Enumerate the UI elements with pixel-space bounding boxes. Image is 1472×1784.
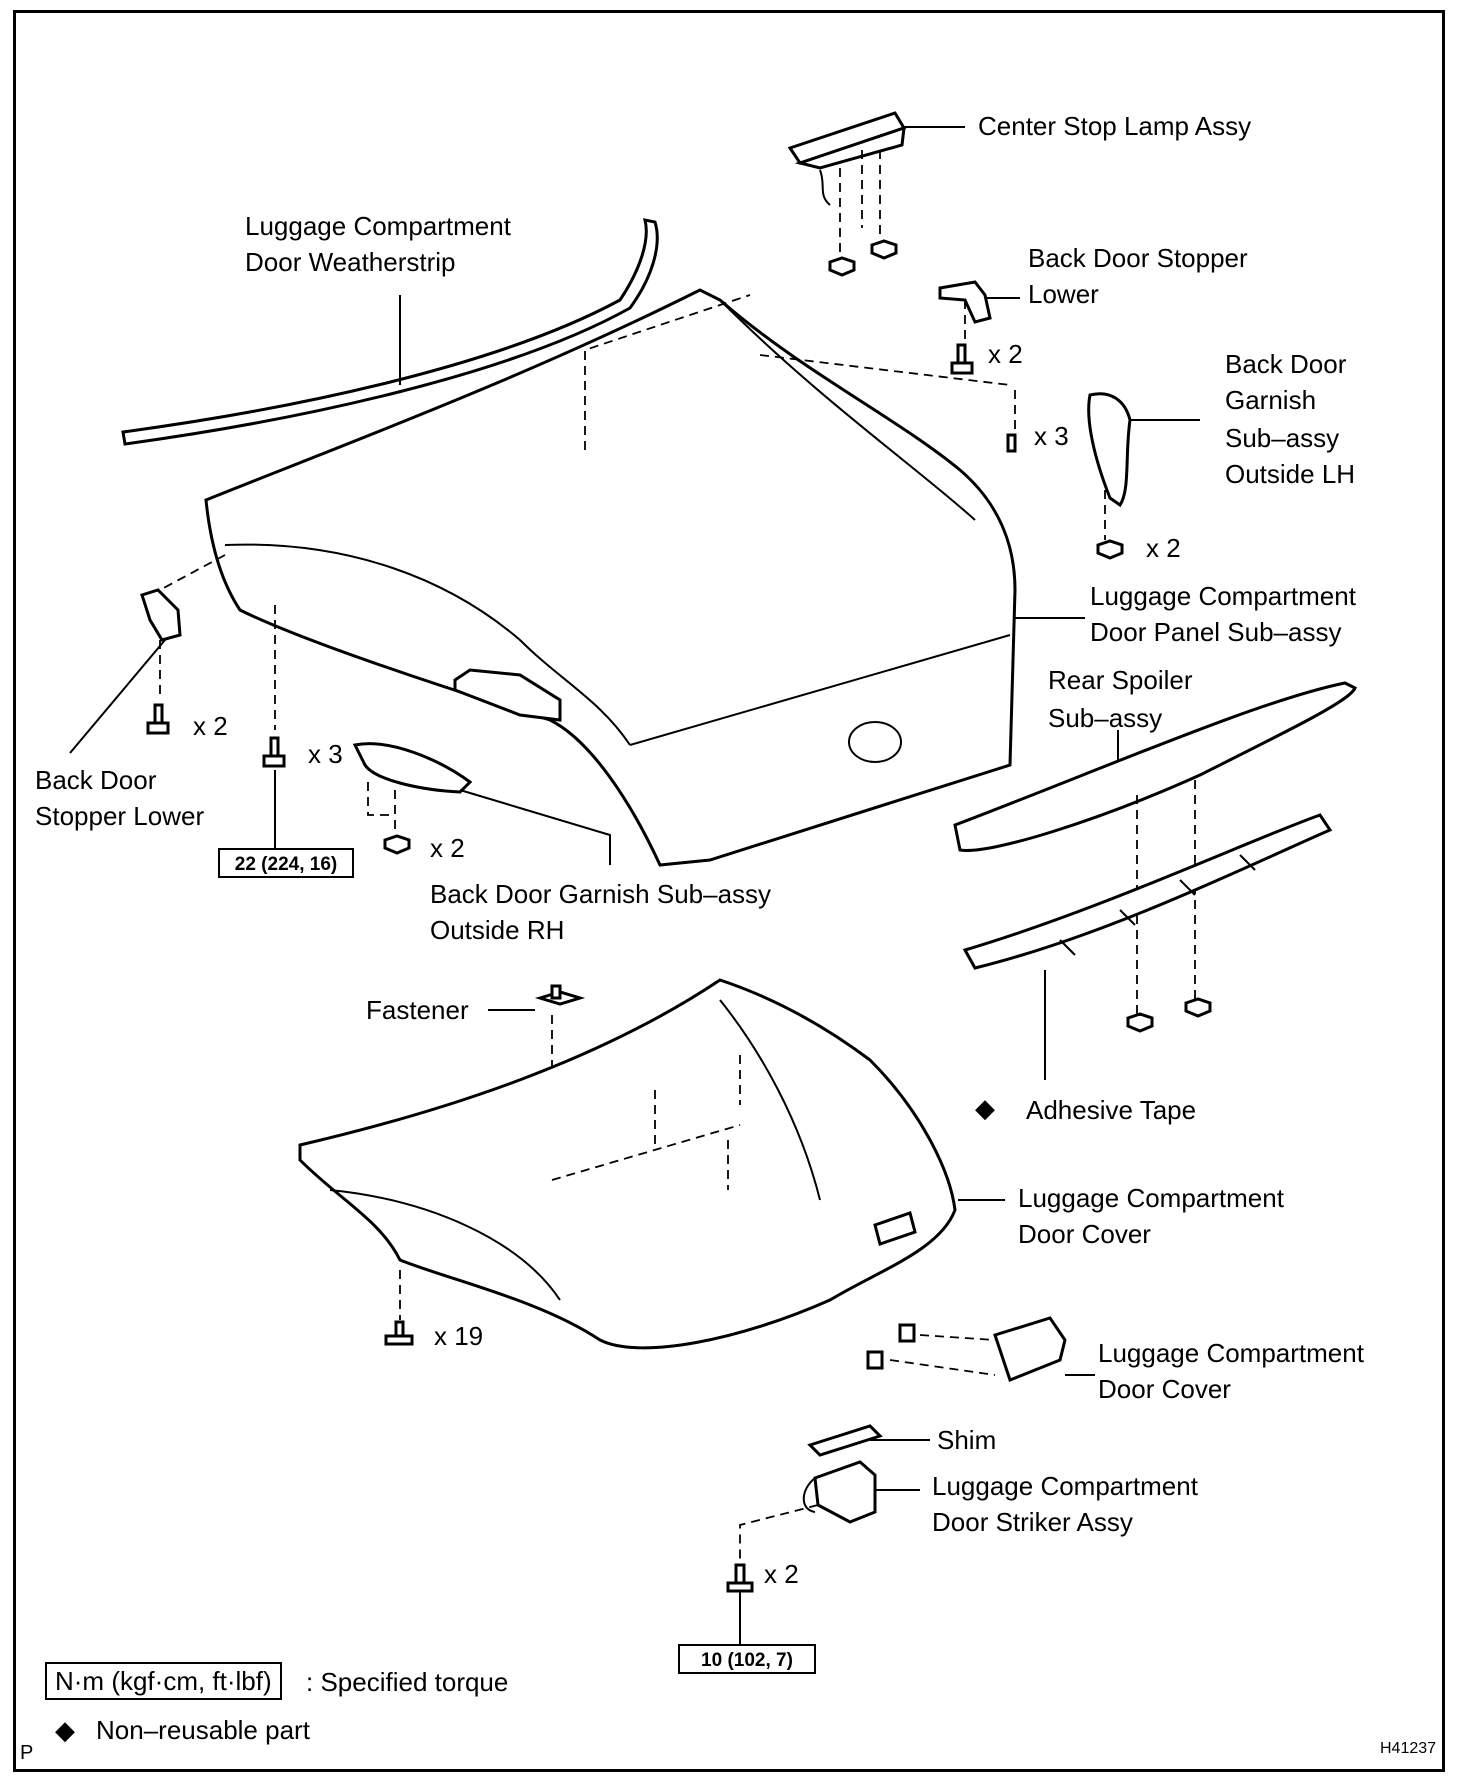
qty-garnish-lh-nuts: x 2: [1146, 533, 1181, 563]
label-garnish-rh-line1: Back Door Garnish Sub–assy: [430, 879, 772, 909]
label-weatherstrip-line1: Luggage Compartment: [245, 211, 511, 241]
diagram-frame: [13, 10, 1445, 1772]
weatherstrip-part: [121, 218, 659, 446]
label-rear-spoiler-line1: Rear Spoiler: [1048, 665, 1193, 695]
label-striker-line2: Door Striker Assy: [932, 1507, 1133, 1537]
stopper-lower-left-part: [140, 554, 286, 768]
qty-cover-clips: x 19: [434, 1321, 484, 1351]
label-door-panel-line1: Luggage Compartment: [1090, 581, 1356, 611]
door-cover-part: [298, 978, 957, 1350]
label-center-stop-lamp: Center Stop Lamp Assy: [978, 111, 1252, 141]
label-striker-line1: Luggage Compartment: [932, 1471, 1198, 1501]
label-door-cover-b-line2: Door Cover: [1098, 1374, 1231, 1404]
door-cover-b-part: [866, 1316, 1067, 1382]
non-reusable-mark-adhesive: ◆: [975, 1093, 995, 1123]
label-stopper-lower-left-line2: Stopper Lower: [35, 801, 205, 831]
shim-part: [807, 1424, 883, 1457]
leader-lines: [69, 126, 1200, 1645]
label-stopper-lower-left-line1: Back Door: [35, 765, 157, 795]
figure-code: H41237: [1380, 1740, 1437, 1757]
label-garnish-lh-line3: Sub–assy: [1225, 423, 1340, 453]
label-weatherstrip-line2: Door Weatherstrip: [245, 247, 456, 277]
striker-part: [726, 1460, 877, 1593]
qty-panel-bolts: x 3: [308, 739, 343, 769]
door-panel-part: [204, 288, 1017, 867]
garnish-lh-part: [1006, 390, 1132, 560]
label-garnish-lh-line4: Outside LH: [1225, 459, 1356, 489]
qty-garnish-rh-nuts: x 2: [430, 833, 465, 863]
label-door-panel-line2: Door Panel Sub–assy: [1090, 617, 1342, 647]
legend-torque-text: : Specified torque: [306, 1667, 509, 1697]
page-marker: P: [20, 1742, 34, 1764]
garnish-rh-part: [352, 742, 473, 855]
label-door-cover-b-line1: Luggage Compartment: [1098, 1338, 1364, 1368]
torque-panel-bolt: 22 (224, 16): [218, 848, 354, 878]
stopper-lower-right-part: [938, 280, 992, 375]
legend-non-reusable-text: Non–reusable part: [96, 1715, 310, 1745]
legend-non-reusable-symbol: ◆: [55, 1715, 75, 1745]
label-garnish-lh-line1: Back Door: [1225, 349, 1347, 379]
label-rear-spoiler-line2: Sub–assy: [1048, 703, 1163, 733]
label-garnish-lh-line2: Garnish: [1225, 385, 1317, 415]
torque-striker-bolt: 10 (102, 7): [678, 1644, 816, 1674]
legend-torque-unit-box: N·m (kgf·cm, ft·lbf): [45, 1662, 282, 1700]
adhesive-tape-part: [962, 813, 1333, 1033]
label-garnish-rh-line2: Outside RH: [430, 915, 565, 945]
qty-stopper-left-bolts: x 2: [193, 711, 228, 741]
label-shim: Shim: [937, 1425, 997, 1455]
label-adhesive-tape: Adhesive Tape: [1026, 1095, 1197, 1125]
qty-garnish-lh-screws: x 3: [1034, 421, 1069, 451]
label-fastener: Fastener: [366, 995, 469, 1025]
label-stopper-lower-right-line1: Back Door Stopper: [1028, 243, 1248, 273]
label-door-cover-line2: Door Cover: [1018, 1219, 1151, 1249]
qty-stopper-right-bolts: x 2: [988, 339, 1023, 369]
center-stop-lamp-part: [787, 111, 907, 277]
qty-striker-bolts: x 2: [764, 1559, 799, 1589]
label-door-cover-line1: Luggage Compartment: [1018, 1183, 1284, 1213]
label-stopper-lower-right-line2: Lower: [1028, 279, 1099, 309]
